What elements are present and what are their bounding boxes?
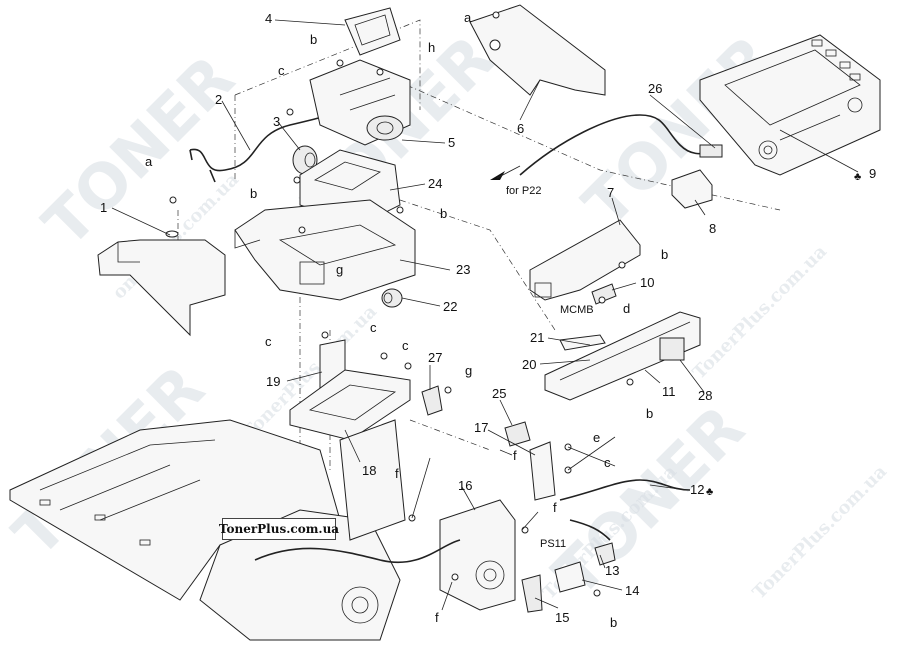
callout-10: 10	[640, 275, 654, 290]
part-4-bracket	[344, 7, 401, 56]
ps11-label: PS11	[540, 538, 566, 550]
letter-f: f	[553, 500, 557, 515]
letter-h: h	[428, 40, 435, 55]
part-12-harness	[559, 479, 691, 541]
part-10-board	[591, 283, 617, 305]
callout-11: 11	[662, 384, 676, 399]
letter-c: c	[604, 455, 611, 470]
callout-16: 16	[458, 478, 472, 493]
part-18-tray	[289, 369, 411, 441]
callout-5: 5	[448, 135, 455, 150]
callout-12-mark: ♣	[706, 486, 713, 498]
brand-label: TonerPlus.com.ua	[219, 518, 339, 540]
letter-g: g	[336, 262, 343, 277]
letter-b: b	[250, 186, 257, 201]
letter-b: b	[646, 406, 653, 421]
callout-8: 8	[709, 221, 716, 236]
letter-b: b	[440, 206, 447, 221]
callout-labels: 1 2 3 4 5 6 7 8 9 ♣ 10 11 12 ♣ 13 14 15 …	[100, 11, 876, 625]
callout-28: 28	[698, 388, 712, 403]
callout-15: 15	[555, 610, 569, 625]
callout-9-mark: ♣	[854, 171, 861, 183]
letter-labels: a a b b b b b b c c c c c d e f f f f g …	[145, 10, 668, 630]
letter-c: c	[278, 63, 285, 78]
callout-13: 13	[605, 563, 619, 578]
callout-7: 7	[607, 185, 614, 200]
part-21-strip	[559, 334, 606, 351]
part-27-sensor	[421, 385, 443, 416]
callout-17: 17	[474, 420, 488, 435]
for-p22-label: for P22	[506, 185, 541, 197]
callout-21: 21	[530, 330, 544, 345]
callout-18: 18	[362, 463, 376, 478]
lower-chassis	[9, 419, 461, 641]
part-25-connector	[504, 421, 531, 447]
part-16-frame	[439, 499, 516, 611]
callout-22: 22	[443, 299, 457, 314]
part-13-sensor	[594, 542, 616, 566]
part-6-cover	[469, 4, 606, 96]
part-3-roller	[292, 145, 318, 175]
part-11-front-cover	[544, 311, 701, 401]
letter-a: a	[464, 10, 472, 25]
annotations: for P22 MCMB PS11	[506, 185, 594, 550]
letter-b: b	[310, 32, 317, 47]
part-23-frame	[234, 199, 416, 301]
part-17-bracket	[529, 441, 556, 501]
callout-25: 25	[492, 386, 506, 401]
watermark-text: TONER	[29, 41, 248, 260]
callout-26: 26	[648, 81, 662, 96]
callout-14: 14	[625, 583, 639, 598]
letter-a: a	[145, 154, 153, 169]
letter-c: c	[265, 334, 272, 349]
mcmb-label: MCMB	[560, 304, 594, 316]
leader-lines	[111, 19, 859, 611]
watermark-text: TonerPlus.com.ua	[689, 241, 832, 384]
callout-20: 20	[522, 357, 536, 372]
part-5-motor	[309, 59, 411, 146]
part-8-module	[671, 169, 713, 209]
part-7-bracket	[529, 219, 641, 301]
callout-23: 23	[456, 262, 470, 277]
part-1-cover	[97, 230, 226, 337]
callout-3: 3	[273, 114, 280, 129]
callout-19: 19	[266, 374, 280, 389]
letter-c: c	[402, 338, 409, 353]
arrow-for-p22	[490, 165, 521, 180]
part-14-bracket	[554, 561, 586, 593]
callout-27: 27	[428, 350, 442, 365]
callout-24: 24	[428, 176, 442, 191]
letter-c: c	[370, 320, 377, 335]
callout-2: 2	[215, 92, 222, 107]
callout-1: 1	[100, 200, 107, 215]
letter-g: g	[465, 363, 472, 378]
callout-6: 6	[517, 121, 524, 136]
part-22-roller	[381, 288, 403, 308]
callout-12: 12	[690, 482, 704, 497]
callout-4: 4	[265, 11, 272, 26]
callout-9: 9	[869, 166, 876, 181]
letter-d: d	[623, 301, 630, 316]
letter-f: f	[435, 610, 439, 625]
letter-f: f	[395, 466, 399, 481]
part-15-actuator	[521, 574, 543, 613]
watermark-text: TonerPlus.com.ua	[749, 461, 892, 604]
letter-e: e	[593, 430, 600, 445]
letter-b: b	[661, 247, 668, 262]
letter-f: f	[513, 448, 517, 463]
letter-b: b	[610, 615, 617, 630]
